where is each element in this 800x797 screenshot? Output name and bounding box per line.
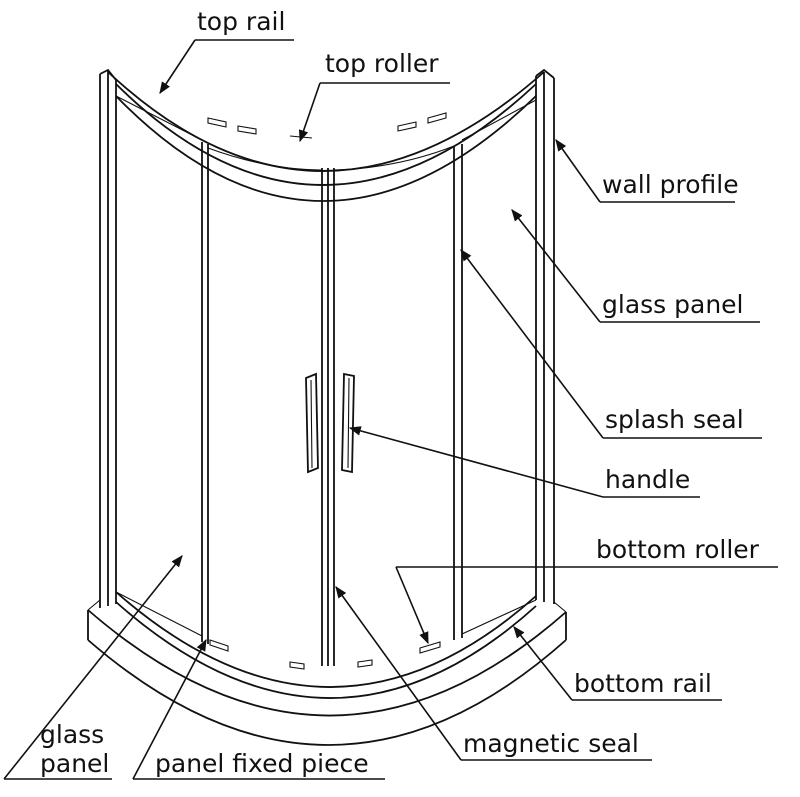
label-splash-seal-text: splash seal <box>605 405 744 434</box>
left-frame-profile <box>99 68 117 608</box>
label-panel-fixed-piece-text: panel fixed piece <box>155 749 369 778</box>
label-glass-panel-left-line2: panel <box>40 749 109 778</box>
right-glass-panel <box>453 99 537 640</box>
label-bottom-rail-text: bottom rail <box>574 669 712 698</box>
label-glass-panel-left-line1: glass <box>40 720 104 749</box>
handles <box>305 372 355 474</box>
label-splash-seal: splash seal <box>460 249 762 439</box>
label-wall-profile-text: wall profile <box>602 170 739 199</box>
label-glass-panel-left: glass panel <box>3 555 183 780</box>
wall-profile <box>535 68 555 604</box>
left-glass-panel <box>115 95 209 644</box>
label-wall-profile: wall profile <box>555 139 739 203</box>
left-door-panel <box>207 147 329 666</box>
label-top-rail-text: top rail <box>197 7 285 36</box>
label-bottom-roller: bottom roller <box>395 535 778 645</box>
shower-tray <box>87 599 567 746</box>
label-top-rail: top rail <box>159 7 294 95</box>
top-rollers <box>207 112 447 139</box>
label-bottom-roller-text: bottom roller <box>596 535 760 564</box>
label-glass-panel-right: glass panel <box>511 209 760 323</box>
label-glass-panel-right-text: glass panel <box>602 290 744 319</box>
shower-enclosure-drawing <box>87 68 567 746</box>
label-top-roller-text: top roller <box>325 49 439 78</box>
right-door-panel <box>333 145 455 666</box>
label-handle-text: handle <box>605 465 690 494</box>
label-handle: handle <box>348 426 700 498</box>
top-rail <box>107 71 545 202</box>
label-magnetic-seal-text: magnetic seal <box>463 729 639 758</box>
label-top-roller: top roller <box>298 49 450 143</box>
bottom-rollers <box>209 639 441 670</box>
label-magnetic-seal: magnetic seal <box>335 586 652 761</box>
label-panel-fixed-piece: panel fixed piece <box>132 638 385 780</box>
bottom-rail <box>115 591 537 699</box>
label-bottom-rail: bottom rail <box>513 626 722 701</box>
